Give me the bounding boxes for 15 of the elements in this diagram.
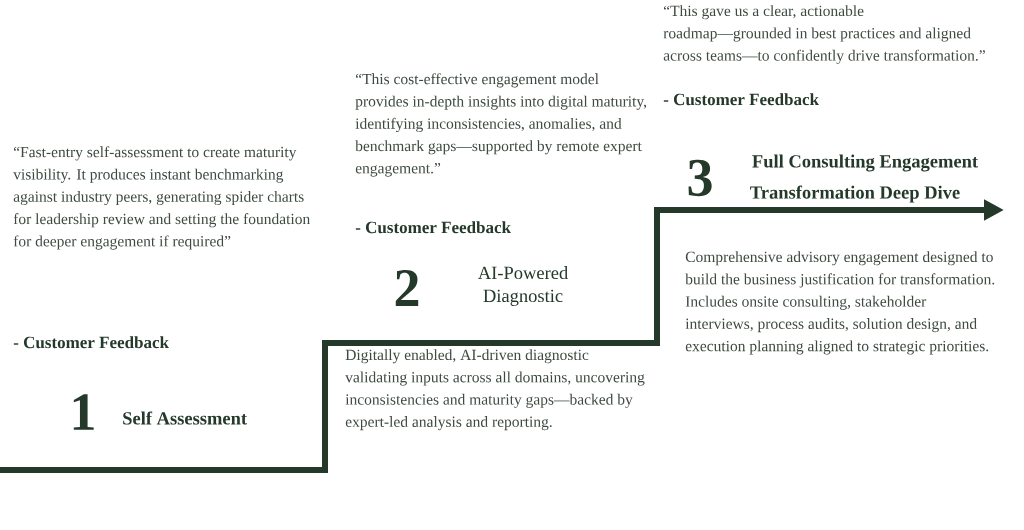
step-title: AI-Powered Diagnostic xyxy=(478,266,568,306)
attribution-text: - Customer Feedback xyxy=(13,336,169,349)
step-title: Full Consulting Engagement xyxy=(752,154,978,172)
step-title: Transformation Deep Dive xyxy=(750,185,960,203)
step-number: 3 xyxy=(688,159,712,197)
quote-text: “This cost-effective engagement model provides in-depth insights into digital maturity, identifying inconsistencies, anomalies, and benchmark gaps—supported by remote expert engagement.” xyxy=(355,73,647,177)
step-description: Comprehensive advisory engagement designed to build the business justification for transformation. Includes onsite consulting, stakeholder interviews, process audits, solution design, and execution planning aligned to strategic priorities. xyxy=(685,251,995,355)
step-number: 2 xyxy=(395,270,419,306)
step-title: Self Assessment xyxy=(123,411,247,425)
quote-text: “This gave us a clear, actionable roadmap—grounded in best practices and aligned across teams—to confidently drive transformation.” xyxy=(663,5,985,64)
step-number: 1 xyxy=(73,394,94,430)
attribution-text: - Customer Feedback xyxy=(663,93,819,106)
attribution-text: - Customer Feedback xyxy=(355,221,511,234)
step-description: Digitally enabled, AI-driven diagnostic validating inputs across all domains, uncovering inconsistencies and maturity gaps—backed by expert-led analysis and reporting. xyxy=(345,349,645,431)
quote-text: “Fast-entry self-assessment to create maturity visibility. It produces instant benchmarking against industry peers, generating spider charts for leadership review and setting the foundation for deeper engagement if required” xyxy=(13,146,310,250)
